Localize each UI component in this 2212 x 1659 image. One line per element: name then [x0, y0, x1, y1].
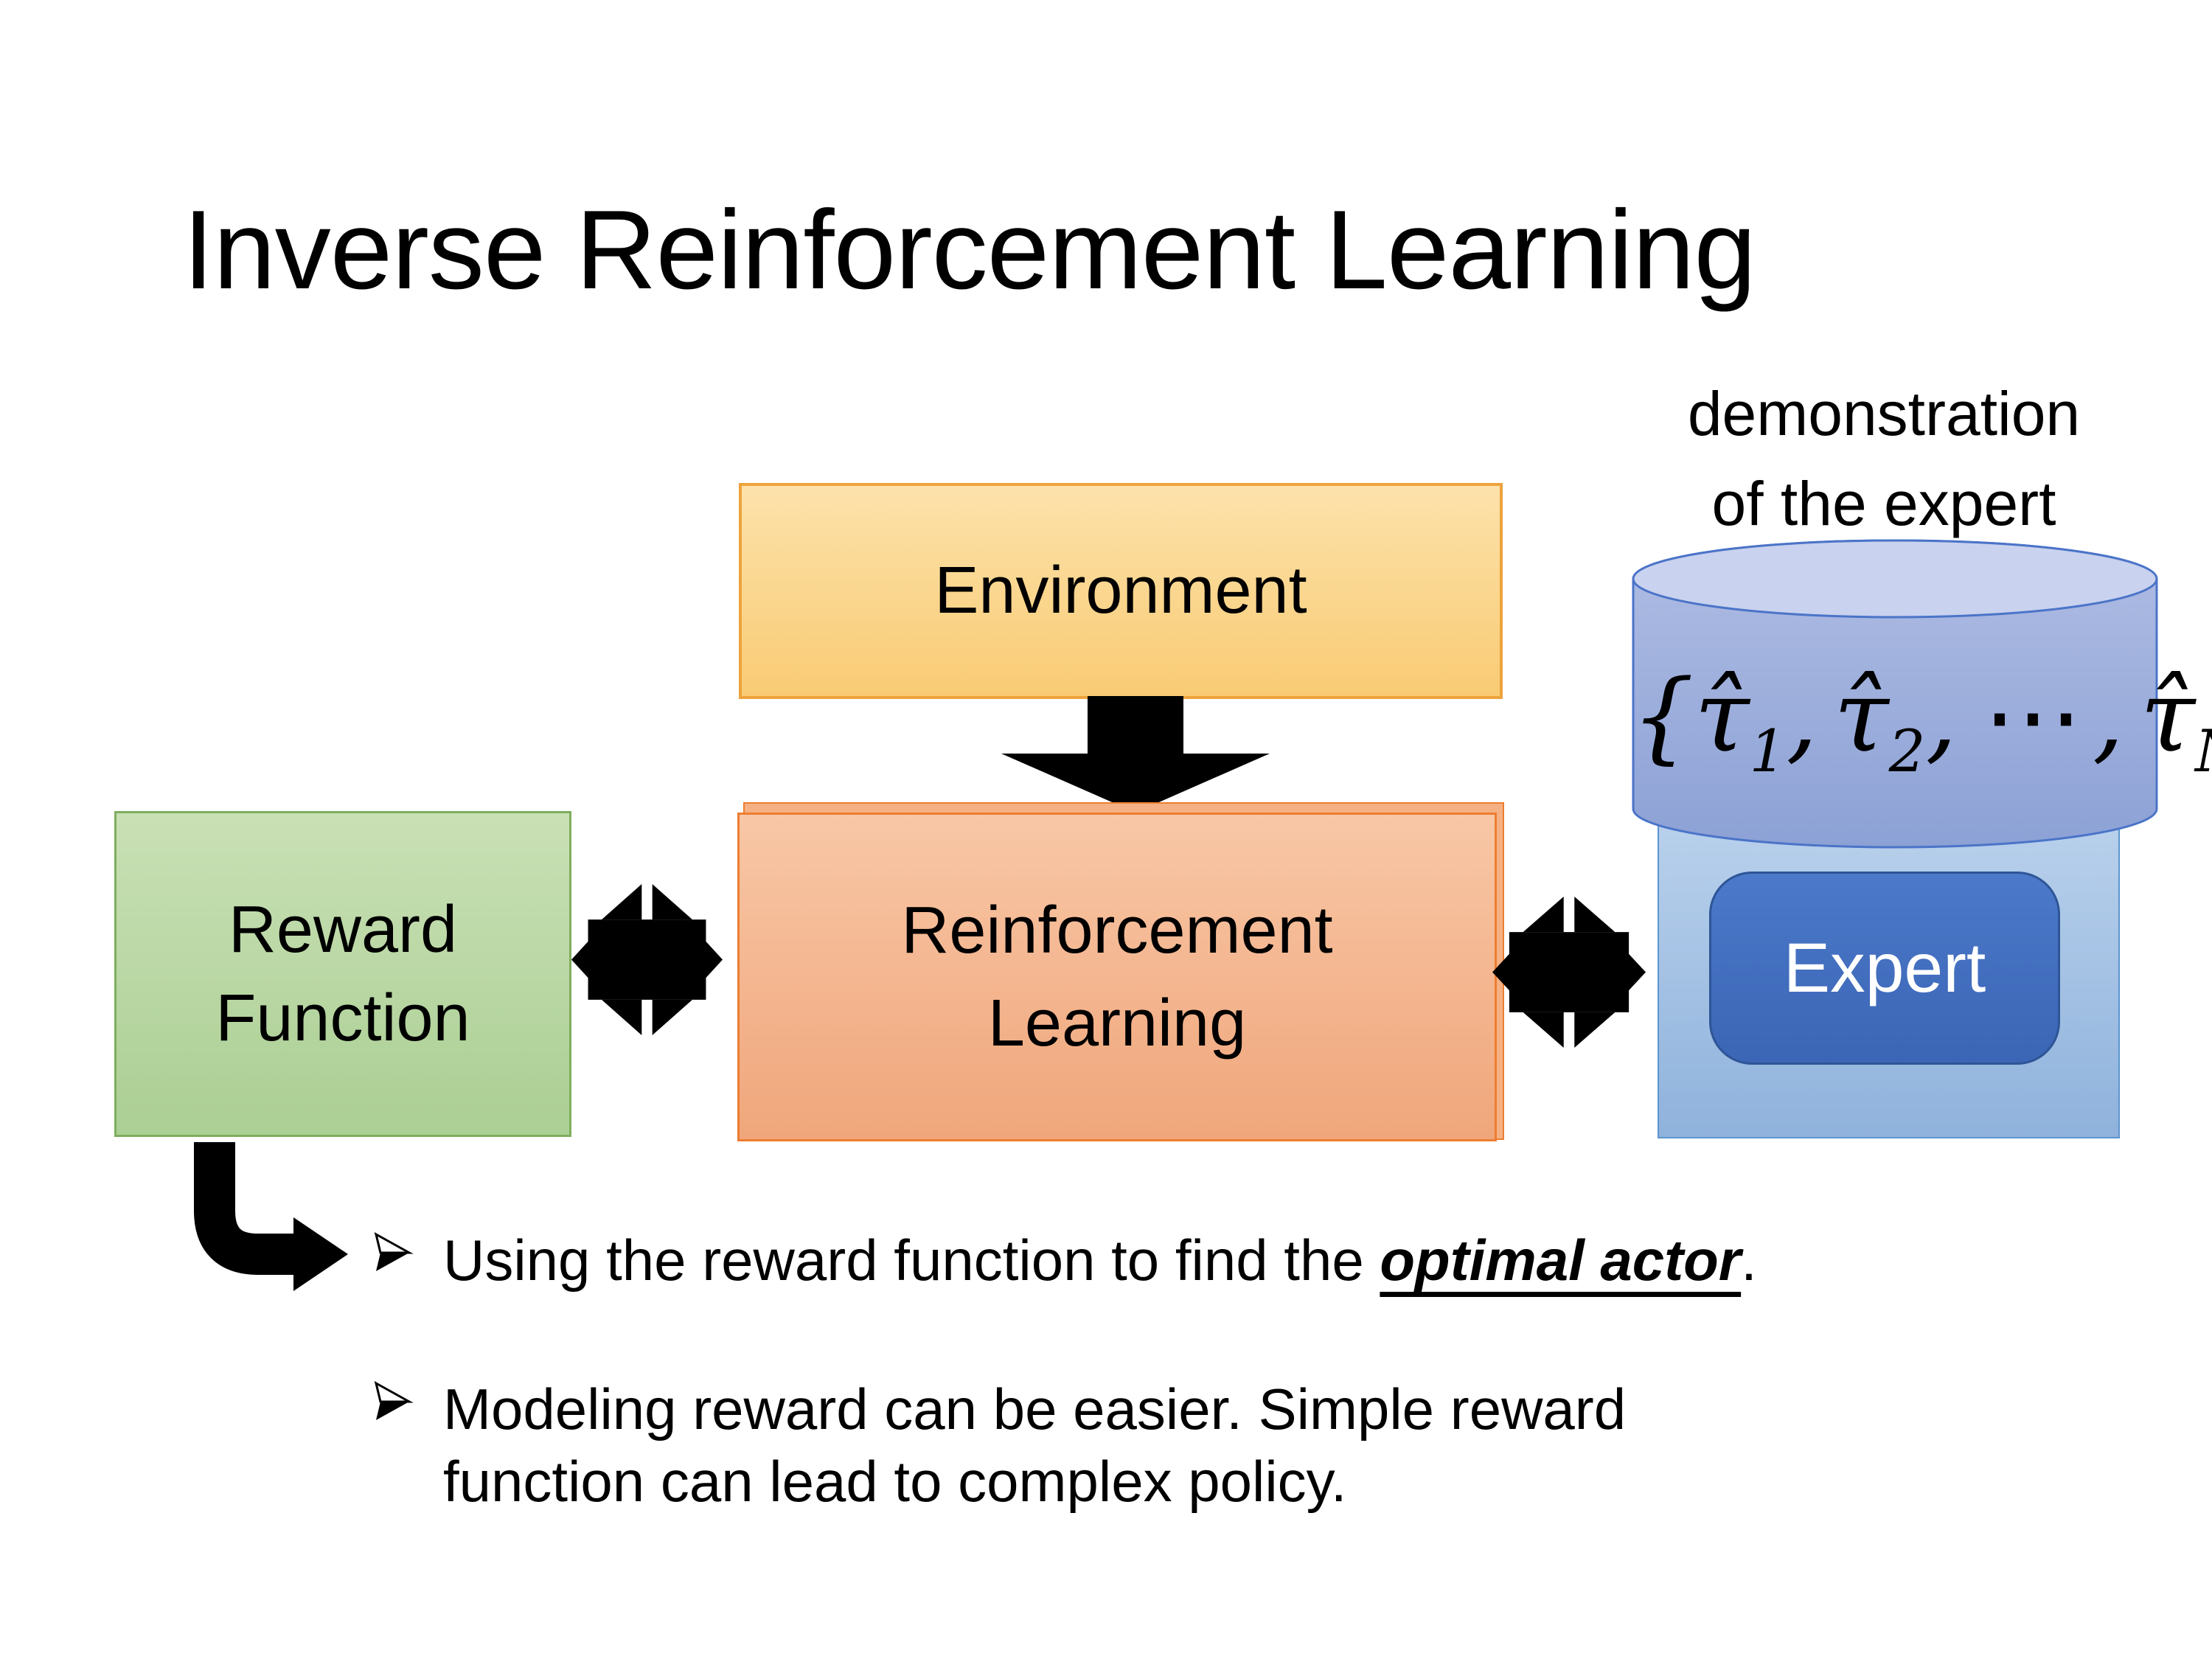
formula-tauN: τ̂ [2140, 658, 2196, 774]
double-exchange-arrow-icon [1492, 897, 1646, 1048]
environment-box: Environment [739, 483, 1503, 699]
bullet-item-2: Modeling reward can be easier. Simple re… [372, 1373, 1626, 1517]
reinforcement-learning-box: Reinforcement Learning [737, 813, 1497, 1141]
formula-dots: ⋯ [1983, 658, 2083, 774]
formula-sub1: 1 [1749, 718, 1787, 785]
bullet-1-suffix: . [1741, 1228, 1757, 1293]
formula-tau2: τ̂ [1833, 658, 1889, 774]
expert-label: Expert [1783, 928, 1986, 1007]
trajectory-set-formula: {τ̂1,τ̂2,⋯,τ̂N} [1631, 658, 2212, 785]
bullet-1-prefix: Using the reward function to find the [443, 1228, 1380, 1293]
formula-tau1: τ̂ [1694, 658, 1750, 774]
reward-function-line2: Function [215, 981, 470, 1055]
elbow-down-right-arrow-icon [194, 1142, 348, 1291]
formula-comma3: , [2092, 658, 2124, 774]
expert-box: Expert [1709, 872, 2060, 1065]
reward-function-line1: Reward [228, 893, 458, 967]
reward-function-box: Reward Function [114, 811, 571, 1137]
down-block-arrow-icon [1001, 696, 1270, 813]
bullet-2-line1: Modeling reward can be easier. Simple re… [443, 1377, 1627, 1441]
database-cylinder-icon [1632, 539, 2158, 849]
double-exchange-arrow-icon [571, 884, 723, 1035]
formula-comma2: , [1925, 658, 1958, 774]
bullet-item-1: Using the reward function to find the op… [372, 1224, 1757, 1296]
arrowhead-bullet-icon [374, 1381, 414, 1420]
slide-title: Inverse Reinforcement Learning [183, 187, 1756, 313]
formula-sub2: 2 [1888, 718, 1926, 785]
formula-open-brace: { [1631, 658, 1694, 774]
formula-subN: N [2195, 718, 2212, 785]
demonstration-line1: demonstration [1687, 379, 2081, 448]
environment-label: Environment [934, 554, 1307, 627]
reinforcement-learning-line1: Reinforcement [901, 894, 1333, 967]
formula-comma1: , [1786, 658, 1818, 774]
bullet-2-line2: function can lead to complex policy. [443, 1449, 1347, 1514]
bullet-1-emphasis: optimal actor [1380, 1228, 1742, 1293]
bullet-2-text: Modeling reward can be easier. Simple re… [443, 1373, 1626, 1517]
demonstration-label: demonstration of the expert [1604, 369, 2164, 549]
reinforcement-learning-line2: Learning [987, 987, 1247, 1060]
arrowhead-bullet-icon [374, 1232, 414, 1271]
bullet-1-text: Using the reward function to find the op… [443, 1224, 1757, 1296]
demonstration-line2: of the expert [1711, 469, 2056, 538]
